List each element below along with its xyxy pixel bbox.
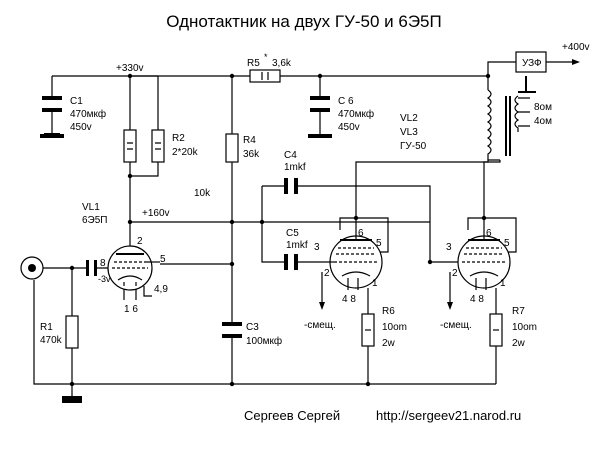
tube-vl3 — [457, 230, 511, 290]
c1-value: 470мкф — [70, 108, 106, 120]
c5-name: C5 — [286, 228, 299, 239]
c3-name: C3 — [246, 322, 259, 333]
diagram-title: Однотактник на двух ГУ-50 и 6Э5П — [166, 12, 441, 31]
r10k-value: 10k — [194, 188, 211, 199]
resistor-r5 — [249, 69, 281, 83]
bias-arrows — [319, 302, 453, 310]
vl3-pin-5: 5 — [504, 238, 510, 249]
vl1-pin-heater: 1 6 — [124, 304, 138, 315]
r1-value: 470k — [40, 335, 63, 346]
r4-value: 36k — [243, 149, 260, 160]
out-8ohm: 8ом — [534, 102, 552, 113]
r6-power: 2w — [382, 338, 396, 349]
vl2-pin-1: 1 — [372, 278, 378, 289]
r5-value: 3,6k — [272, 58, 292, 69]
vl3-pin-2: 2 — [452, 268, 458, 279]
r2-name: R2 — [172, 133, 185, 144]
tube-vl2 — [329, 230, 383, 290]
vl2-pin-48: 4 8 — [342, 294, 356, 305]
r4-name: R4 — [243, 135, 256, 146]
out-4ohm: 4ом — [534, 116, 552, 127]
resistor-r2 — [123, 129, 165, 163]
rail-330: +330v — [116, 63, 144, 74]
junction-dots — [69, 73, 491, 387]
vl1-pin-cathode: 4,9 — [154, 284, 168, 295]
r7-power: 2w — [512, 338, 526, 349]
c4-name: C4 — [284, 150, 297, 161]
capacitor-c1 — [42, 96, 62, 112]
ground-symbol — [40, 76, 536, 403]
r5-name: R5 — [247, 58, 260, 69]
r5-mark: * — [264, 52, 268, 62]
rail-160: +160v — [142, 208, 170, 219]
tube-vl1 — [107, 245, 160, 291]
vl2-pin-3: 3 — [314, 242, 320, 253]
output-transformer — [486, 89, 520, 160]
vl3-name: VL3 — [400, 127, 418, 138]
r6-value: 10om — [382, 322, 407, 333]
vl1-name: VL1 — [82, 202, 100, 213]
resistor-r1 — [65, 315, 79, 349]
bias-vl1: -3v — [98, 274, 111, 284]
capacitor-c4 — [284, 178, 298, 194]
bias-label-2: -смещ. — [440, 320, 472, 331]
rail-400: +400v — [562, 42, 590, 53]
r7-name: R7 — [512, 306, 525, 317]
r6-name: R6 — [382, 306, 395, 317]
vl3-pin-48: 4 8 — [470, 294, 484, 305]
c4-value: 1mkf — [284, 162, 306, 173]
c6-name: C 6 — [338, 96, 354, 107]
gu50-type: ГУ-50 — [400, 141, 427, 152]
resistor-r7 — [489, 313, 503, 347]
vl2-name: VL2 — [400, 113, 418, 124]
vl3-pin-3: 3 — [446, 242, 452, 253]
vl3-pin-1: 1 — [500, 278, 506, 289]
labels: +330v +400v +160v -3v -смещ. -смещ. C1 4… — [40, 42, 590, 349]
r2-value: 2*20k — [172, 147, 199, 158]
capacitor-c5 — [284, 254, 298, 270]
vl1-pin-grid: 8 — [100, 258, 106, 269]
vl1-pin-anode: 2 — [137, 236, 143, 247]
vl2-pin-5: 5 — [376, 238, 382, 249]
output-arrow — [572, 59, 580, 65]
vl1-type: 6Э5П — [82, 215, 108, 226]
vl2-pin-2: 2 — [324, 268, 330, 279]
uzf-name: УЗФ — [522, 58, 542, 69]
vl3-pin-6: 6 — [486, 228, 492, 239]
resistor-r4 — [225, 133, 239, 163]
bias-label-1: -смещ. — [304, 320, 336, 331]
c6-value: 470мкф — [338, 108, 374, 120]
r1-name: R1 — [40, 322, 53, 333]
r7-value: 10om — [512, 322, 537, 333]
c1-voltage: 450v — [70, 122, 92, 133]
footer-author: Сергеев Сергей — [244, 408, 340, 423]
capacitor-c3 — [222, 322, 242, 338]
uzf-block — [515, 51, 547, 73]
c6-voltage: 450v — [338, 122, 360, 133]
vl2-pin-6: 6 — [358, 228, 364, 239]
c5-value: 1mkf — [286, 240, 308, 251]
vl1-pin-screen: 5 — [160, 254, 166, 265]
c3-value: 100мкф — [246, 335, 282, 347]
capacitor-c6 — [310, 96, 330, 112]
footer-url[interactable]: http://sergeev21.narod.ru — [376, 408, 521, 423]
capacitor-input — [86, 260, 97, 276]
input-jack — [20, 256, 44, 280]
resistor-r6 — [361, 313, 375, 347]
c1-name: C1 — [70, 96, 83, 107]
